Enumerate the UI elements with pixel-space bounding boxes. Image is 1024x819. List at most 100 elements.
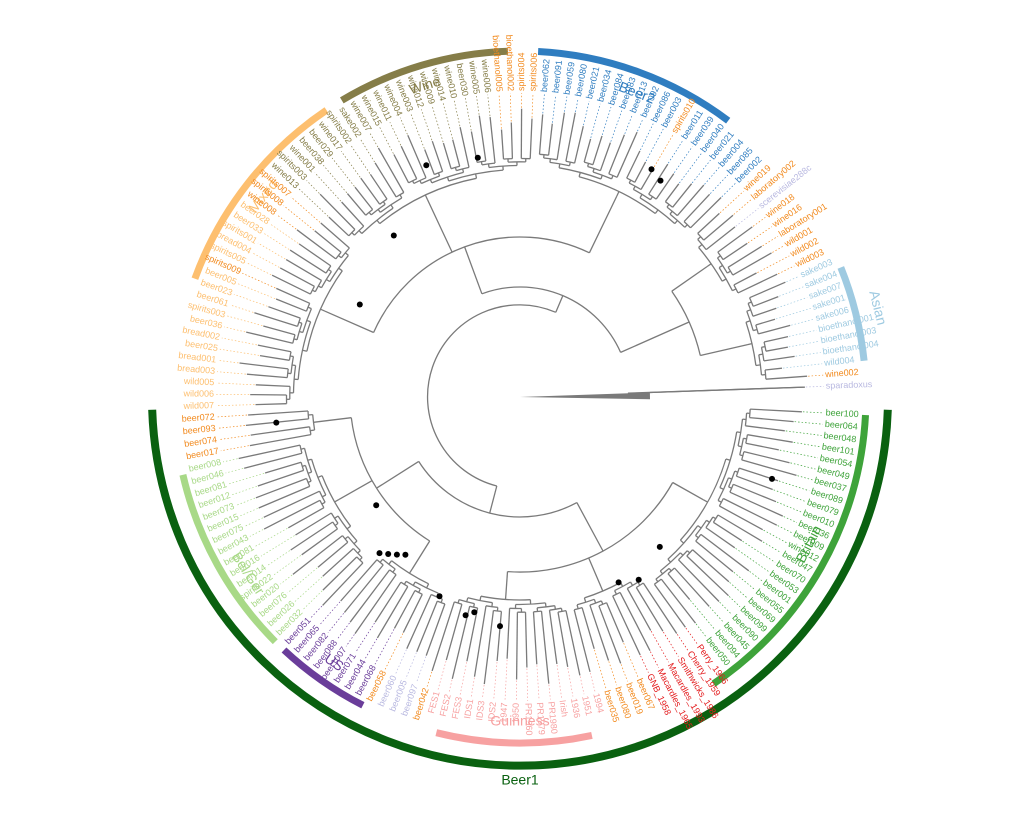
branch (702, 499, 708, 503)
support-node (769, 475, 775, 482)
branch (614, 590, 617, 595)
tip-leader (640, 655, 649, 673)
branch (488, 164, 518, 169)
branch (287, 507, 325, 529)
branch (737, 273, 778, 294)
tip-leader (389, 122, 402, 146)
tip-label: PR1980 (546, 701, 559, 734)
branch (276, 287, 310, 304)
branch (358, 230, 363, 234)
tip-leader (298, 188, 329, 217)
branch (547, 123, 553, 156)
branch (749, 281, 786, 299)
branch (755, 324, 759, 335)
branch (426, 583, 430, 589)
branch (347, 536, 361, 552)
tip-label: beer091 (550, 60, 564, 94)
tip-leader (728, 596, 741, 608)
tip-leader (244, 517, 264, 527)
branch (295, 512, 332, 536)
branch (320, 308, 326, 312)
branch (292, 365, 297, 393)
tip-leader (531, 93, 534, 118)
branch (750, 408, 802, 413)
branch (296, 323, 303, 340)
tip-leader (287, 567, 318, 594)
branch (667, 558, 672, 563)
branch (721, 278, 727, 282)
tree-branches (238, 108, 808, 685)
branch (291, 364, 296, 367)
branch (466, 597, 469, 602)
branch (576, 502, 604, 552)
tip-leader (790, 462, 816, 470)
branch (578, 172, 581, 177)
branch (296, 229, 337, 260)
branch (763, 355, 795, 362)
tip-leader (695, 623, 707, 638)
branch (581, 607, 595, 649)
branch (500, 129, 505, 160)
branch (717, 226, 753, 253)
branch (745, 321, 757, 366)
branch (565, 112, 576, 162)
branch (722, 242, 748, 261)
branch (411, 540, 431, 570)
tip-label: bread003 (177, 363, 216, 376)
tip-leader (421, 109, 433, 141)
branch (695, 534, 702, 542)
tip-leader (620, 664, 628, 682)
branch (463, 246, 483, 295)
branch (743, 450, 790, 464)
branch (749, 416, 794, 423)
tip-leader (710, 174, 728, 194)
tip-leader (269, 223, 299, 244)
support-node (648, 166, 655, 173)
branch (600, 586, 604, 592)
clade-label-guinness: Guinness (490, 713, 549, 729)
tip-leader (567, 667, 574, 697)
branch (588, 557, 602, 587)
branch (414, 581, 439, 594)
tip-leader (218, 434, 250, 440)
branch (487, 163, 490, 168)
branch (392, 568, 396, 573)
support-node (402, 551, 409, 558)
root-branch (520, 392, 650, 400)
tip-leader (777, 297, 808, 309)
support-node (423, 162, 430, 169)
tip-leader (294, 576, 323, 602)
tip-label: IDS1 (462, 698, 475, 719)
branch (302, 308, 312, 333)
branch (302, 349, 308, 352)
branch (452, 139, 461, 167)
branch (426, 304, 557, 487)
tip-leader (782, 363, 823, 369)
tip-leader (217, 425, 245, 429)
branch (263, 499, 321, 530)
tip-label: beer100 (825, 407, 859, 419)
branch (765, 367, 783, 371)
tip-leader (470, 677, 475, 698)
branch (320, 222, 350, 249)
tip-leader (610, 110, 623, 142)
tip-leader (222, 458, 238, 463)
support-node (376, 550, 383, 557)
tip-leader (624, 114, 633, 134)
branch (317, 541, 349, 568)
branch (474, 173, 478, 179)
branch (700, 344, 748, 357)
branch (421, 175, 440, 185)
branch (758, 324, 791, 335)
branch (344, 252, 349, 256)
branch (733, 272, 757, 286)
tip-leader (255, 527, 288, 547)
tip-leader (645, 128, 664, 162)
branch (346, 193, 367, 216)
branch (573, 609, 591, 673)
branch (700, 533, 750, 572)
tip-leader (219, 348, 260, 356)
support-node (656, 543, 663, 550)
branch (725, 458, 731, 461)
branch (593, 599, 597, 604)
